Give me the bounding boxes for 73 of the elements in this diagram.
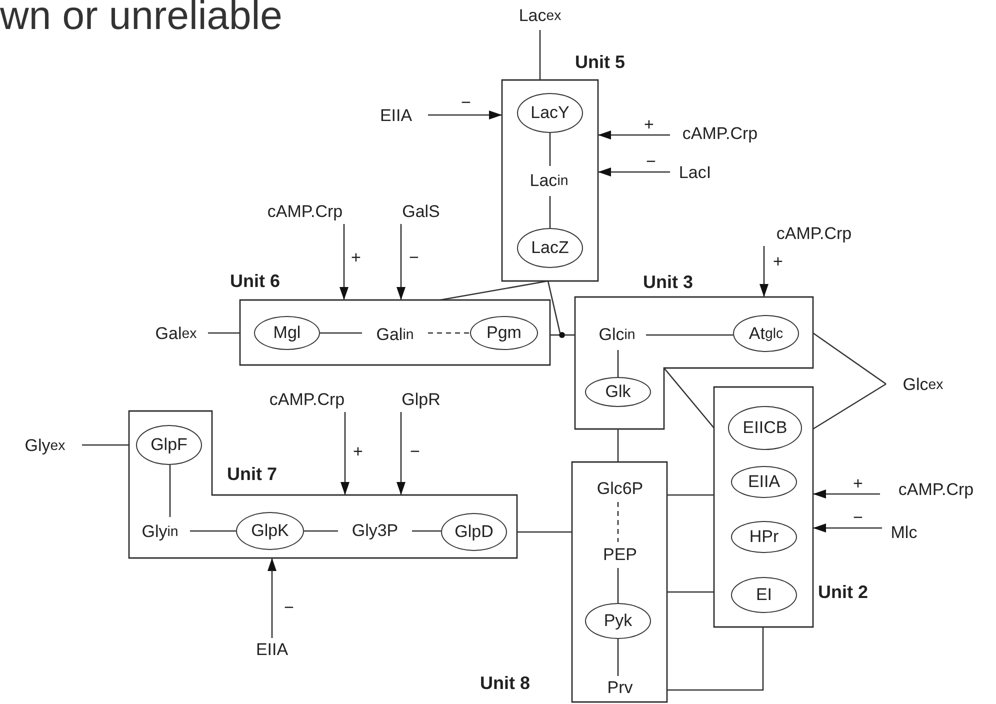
connector-line <box>646 334 733 336</box>
protein-ellipse: EIIA <box>731 466 797 498</box>
arrow <box>598 130 670 140</box>
protein-ellipse: GlpD <box>441 513 507 551</box>
arrow <box>428 110 502 120</box>
molecule-label: Mlc <box>882 521 926 545</box>
connector-line <box>412 530 441 532</box>
connector-line <box>82 444 129 446</box>
molecule-label: cAMP.Crp <box>758 222 870 246</box>
connector-line <box>565 334 575 336</box>
molecule-label: EIIA <box>364 104 428 128</box>
connector-line <box>539 30 541 80</box>
connector-line <box>440 280 548 301</box>
connector-line <box>169 465 171 517</box>
unit-label: Unit 3 <box>643 272 694 293</box>
protein-ellipse: EIICB <box>728 406 802 450</box>
connector-line <box>208 332 240 334</box>
molecule-label: cAMP.Crp <box>880 478 992 502</box>
molecule-label: Glc6P <box>588 476 652 502</box>
arrow <box>598 168 670 176</box>
unit-label: Unit 2 <box>818 582 868 603</box>
molecule-label: cAMP.Crp <box>248 200 362 224</box>
connector-line <box>549 133 551 166</box>
protein-ellipse: Glk <box>585 377 651 407</box>
connector-line <box>667 494 714 496</box>
protein-ellipse: EI <box>731 577 797 613</box>
unit-label: Unit 8 <box>480 673 530 694</box>
molecule-label: EIIA <box>244 638 300 662</box>
connector-line <box>617 502 619 542</box>
connector-line <box>547 280 561 334</box>
protein-ellipse: Pgm <box>470 316 538 350</box>
protein-ellipse: Mgl <box>254 316 320 350</box>
connector-line <box>812 332 886 385</box>
connector-line <box>549 196 551 228</box>
molecule-label: LacI <box>670 161 720 185</box>
connector-line <box>617 429 619 462</box>
protein-ellipse: GlpF <box>136 425 202 465</box>
molecule-label: PEP <box>590 542 650 568</box>
protein-ellipse: LacZ <box>517 228 583 268</box>
connector-line <box>320 332 362 334</box>
unit-label: Unit 5 <box>575 52 626 73</box>
connector-line <box>667 627 764 691</box>
arrow <box>396 412 406 495</box>
arrow <box>340 412 350 495</box>
connector-line <box>617 350 619 377</box>
connector-line <box>304 530 338 532</box>
molecule-label: cAMP.Crp <box>250 388 364 412</box>
connector-line <box>812 383 886 430</box>
connector-line <box>667 591 714 593</box>
unit-label: Unit 7 <box>227 464 278 485</box>
arrow <box>340 224 348 300</box>
molecule-label: GalS <box>386 200 456 224</box>
protein-ellipse: GlpK <box>236 512 304 550</box>
molecule-label: Prv <box>595 676 645 700</box>
unit-label: Unit 6 <box>230 271 280 292</box>
arrow <box>760 246 768 297</box>
connector-line <box>617 639 619 676</box>
connector-line <box>617 568 619 603</box>
connector-line <box>190 530 236 532</box>
arrow <box>813 524 882 532</box>
connector-line <box>428 332 470 334</box>
protein-ellipse: Pyk <box>585 603 651 639</box>
arrow <box>813 490 880 498</box>
arrow <box>396 224 406 300</box>
arrow <box>268 558 276 638</box>
molecule-label: Gly3P <box>338 518 412 544</box>
protein-ellipse: LacY <box>517 93 583 133</box>
unit-box <box>129 411 517 558</box>
molecule-label: GlpR <box>386 388 456 412</box>
protein-ellipse: HPr <box>731 521 797 553</box>
junction-dot <box>559 332 565 338</box>
molecule-label: cAMP.Crp <box>670 122 770 146</box>
connector-line <box>517 531 572 533</box>
